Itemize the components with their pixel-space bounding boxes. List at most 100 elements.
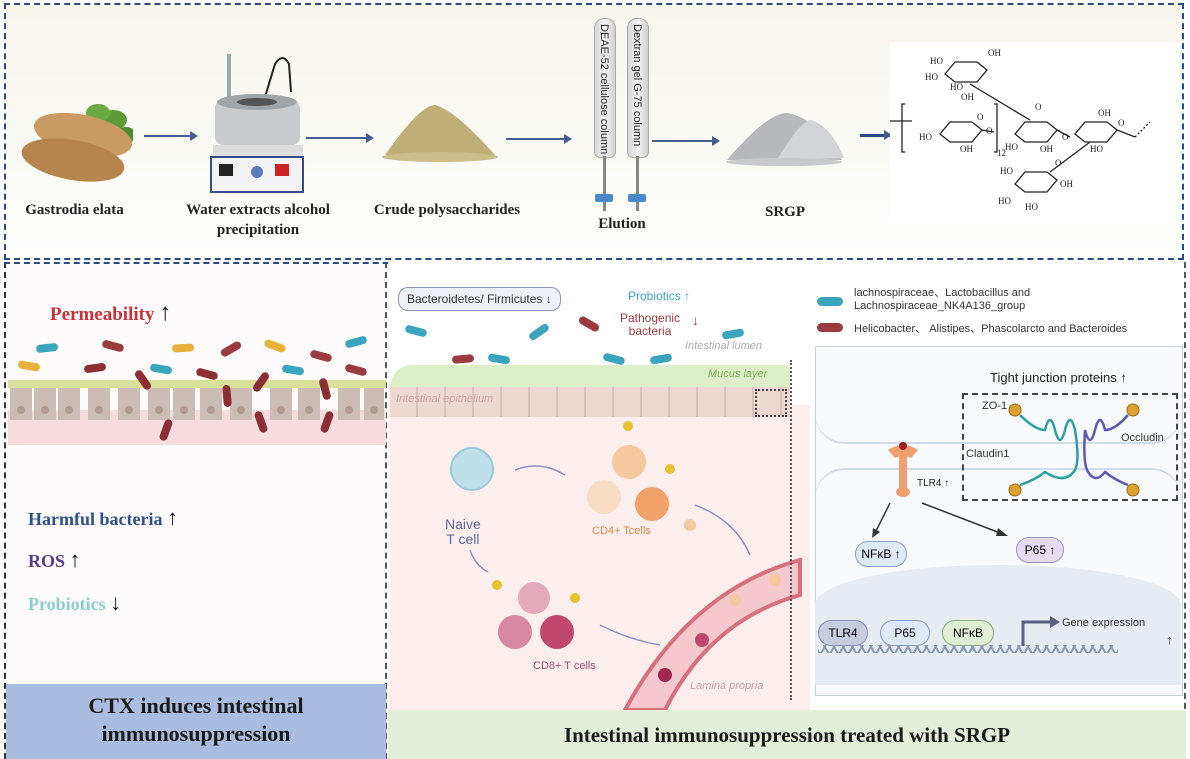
svg-text:HO: HO — [998, 196, 1011, 206]
svg-text:O: O — [1035, 102, 1042, 112]
srgp-footer-title: Intestinal immunosuppression treated wit… — [563, 723, 1011, 747]
probiotics-down-arrow: ↓ — [110, 590, 122, 615]
harmful-bacteria-up-arrow: ↑ — [166, 505, 178, 530]
svg-text:O: O — [986, 126, 993, 136]
pathogenic-bacteria-label: Pathogenic bacteria — [620, 312, 680, 338]
legend-item-pathogen: Helicobacter、 Alistipes、Phascolarcto and… — [812, 317, 1187, 337]
svg-text:O: O — [1118, 118, 1125, 128]
tight-junction-title-text: Tight junction proteins — [990, 370, 1117, 385]
flow-arrow-3 — [506, 134, 572, 144]
svg-text:HO: HO — [950, 82, 963, 92]
legend-pathogen-label: Helicobacter、 Alistipes、Phascolarcto and… — [854, 323, 1128, 335]
svg-text:O: O — [977, 112, 984, 122]
tlr4-up-arrow: ↑ — [944, 478, 950, 489]
tlr4-to-nfkb-arrow — [874, 502, 891, 534]
legend-probiotic-line2: Lachnospiraceae_NK4A136_group — [854, 300, 1026, 312]
cd8-label: CD8+ T cells — [533, 660, 596, 672]
svg-text:HO: HO — [919, 132, 932, 142]
nucleus-pill-nfkb: NFκB — [942, 620, 994, 646]
permeability-text: Permeability — [50, 304, 155, 325]
tight-junction-title: Tight junction proteins ↑ — [990, 370, 1127, 385]
tlr4-text: TLR4 — [917, 478, 942, 489]
ratio-badge-label: Bacteroidetes/ Firmicutes — [407, 292, 543, 306]
damaged-epithelium-illustration — [8, 330, 386, 445]
tight-junction-up-arrow: ↑ — [1120, 370, 1127, 385]
p65-text: P65 — [1024, 543, 1046, 557]
step-elution: Elution — [598, 216, 646, 232]
zoom-connector-line — [790, 360, 792, 700]
svg-text:HO: HO — [925, 72, 938, 82]
naive-t-cell — [450, 447, 494, 491]
probiotics-up-label: Probiotics ↑ — [628, 289, 690, 303]
legend-pathogen-swatch — [817, 323, 843, 332]
tlr4-label: TLR4 ↑ — [917, 478, 949, 489]
lamina-cd4-cell — [684, 519, 696, 531]
probiotics-text: Probiotics — [628, 289, 681, 303]
svg-text:HO: HO — [1005, 142, 1018, 152]
gene-expression-up-arrow: ↑ — [1166, 632, 1173, 647]
water-bath-image — [205, 52, 305, 197]
naive-to-cd4-arrow — [514, 465, 566, 476]
vessel-cd4-cell — [729, 594, 741, 606]
p65-up-arrow: ↑ — [1049, 543, 1056, 557]
vessel-cd8-cell — [658, 668, 672, 682]
zo1-protein — [1126, 483, 1140, 497]
tight-junction-box — [962, 393, 1178, 501]
svg-text:HO: HO — [1025, 202, 1038, 212]
step-gastrodia-elata: Gastrodia elata — [25, 202, 124, 218]
cd4-t-cell — [612, 445, 646, 479]
nucleus-pill-tlr4: TLR4 — [818, 620, 868, 646]
permeability-up-arrow: ↑ — [159, 300, 172, 326]
occludin-strand — [1083, 414, 1129, 487]
probiotics-up-arrow: ↑ — [684, 289, 691, 303]
antigen-icon — [570, 593, 580, 603]
permeability-label: Permeability ↑ — [50, 300, 171, 327]
tlr4-receptor-icon — [888, 442, 918, 497]
claudin1-label: Claudin1 — [966, 448, 1010, 460]
p65-cytoplasm-pill: P65 ↑ — [1016, 537, 1064, 563]
dna-strand — [818, 645, 1118, 653]
probiotics-label: Probiotics — [28, 594, 106, 614]
zo1-protein — [1008, 483, 1022, 497]
ros-indicator: ROS ↑ — [28, 547, 81, 573]
svg-text:O: O — [1055, 158, 1062, 168]
flow-arrow-2 — [306, 133, 374, 143]
step-srgp: SRGP — [764, 204, 805, 220]
ctx-footer-line2: immunosuppression — [101, 721, 291, 746]
svg-text:OH: OH — [960, 144, 973, 154]
probiotics-indicator: Probiotics ↓ — [28, 590, 121, 616]
cd4-t-cell — [635, 487, 669, 521]
intestinal-lumen-label: Intestinal lumen — [685, 340, 763, 352]
dextran-g75-column-label: Dextran gel G-75 column — [631, 24, 643, 147]
deae-52-column-label: DEAE-52 cellulose column — [598, 24, 610, 155]
zo1-protein — [1126, 403, 1140, 417]
occludin-label: Occludin — [1121, 432, 1164, 444]
t-cell-flow-svg — [469, 465, 802, 710]
svg-text:HO: HO — [1000, 166, 1013, 176]
antigen-icon — [665, 464, 675, 474]
ros-label: ROS — [28, 551, 66, 571]
vessel-cd4-cell — [769, 574, 781, 586]
pathogenic-line1: Pathogenic — [620, 311, 681, 325]
nucleus-pill-p65: P65 — [880, 620, 930, 646]
srgp-powder — [722, 108, 846, 168]
mucus-layer — [390, 365, 790, 387]
step-crude-polysaccharides: Crude polysaccharides — [373, 202, 521, 218]
harmful-bacteria-label: Harmful bacteria — [28, 509, 163, 529]
svg-text:OH: OH — [1060, 179, 1073, 189]
zo1-label: ZO-1 — [982, 400, 1008, 412]
bacterium — [171, 343, 195, 353]
harmful-bacteria-indicator: Harmful bacteria ↑ — [28, 505, 178, 531]
epithelium-label: Intestinal epithelium — [396, 393, 494, 405]
naive-t-cell-label: Naive T cell — [445, 517, 481, 547]
flow-arrow-5 — [860, 130, 892, 140]
svg-text:OH: OH — [961, 92, 974, 102]
antigen-icon — [492, 580, 502, 590]
dextran-g75-column: Dextran gel G-75 column — [627, 18, 649, 213]
lamina-propria-label: Lamina propria — [690, 680, 764, 692]
gene-expression-label: Gene expression — [1062, 617, 1146, 629]
legend-probiotic-swatch — [817, 297, 843, 306]
svg-text:OH: OH — [1098, 108, 1111, 118]
pathogenic-line2: bacteria — [628, 324, 672, 338]
